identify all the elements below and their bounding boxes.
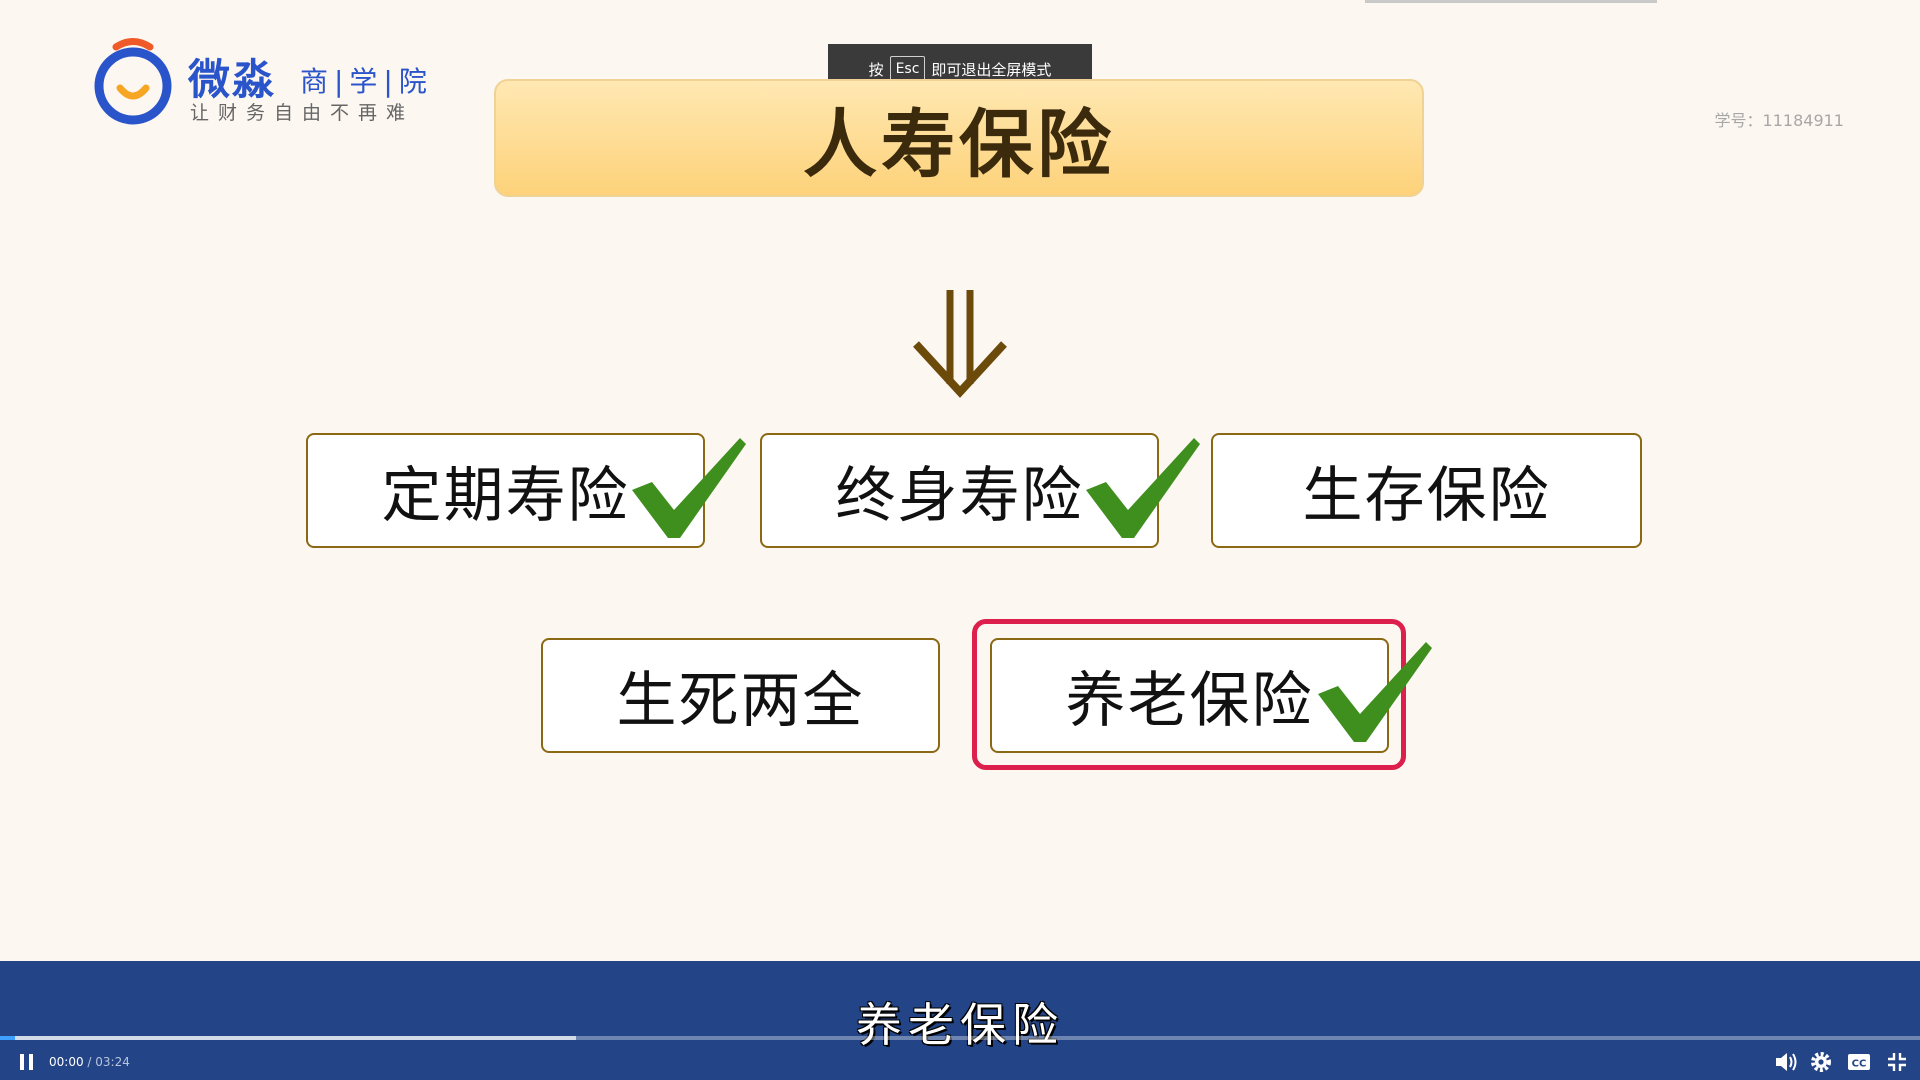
svg-text:CC: CC [1852,1059,1867,1070]
logo-mark-icon [94,38,172,125]
insurance-type-label: 定期寿险 [381,461,630,531]
top-edge-bar [1365,0,1657,3]
progress-played [0,1036,16,1040]
captions-icon[interactable]: CC [1847,1052,1871,1072]
insurance-type-label: 终身寿险 [835,461,1084,531]
checkmark-icon [1318,642,1432,742]
logo-school: 商|学|院 [300,65,433,98]
pause-icon[interactable] [18,1053,36,1071]
esc-tip-prefix: 按 [868,60,884,79]
insurance-type-label: 养老保险 [1065,666,1314,736]
checkmark-icon [632,438,746,538]
highlight-frame [972,619,1406,770]
slide-title-box: 人寿保险 [494,79,1424,197]
insurance-type-survival: 生存保险 [1211,433,1642,548]
exit-fullscreen-icon[interactable] [1887,1052,1907,1072]
volume-icon[interactable] [1774,1051,1798,1073]
slide-title: 人寿保险 [803,101,1115,188]
logo: 微淼 商|学|院 让财务自由不再难 [90,32,440,132]
student-id: 学号：11184911 [1714,111,1844,130]
duration: 03:24 [95,1055,130,1069]
settings-icon[interactable] [1809,1050,1833,1074]
logo-slogan: 让财务自由不再难 [190,102,415,124]
subtitle-caption: 养老保险 [856,998,1064,1052]
progress-buffered [0,1036,576,1040]
insurance-type-label: 生存保险 [1302,461,1551,531]
insurance-type-endowment: 生死两全 [541,638,940,753]
video-player-bar: 养老保险 00:00 / 03:24 CC [0,961,1920,1080]
current-time: 00:00 [49,1055,84,1069]
playback-time: 00:00 / 03:24 [49,1055,130,1069]
insurance-type-label: 生死两全 [616,666,865,736]
esc-tip-suffix: 即可退出全屏模式 [931,60,1052,79]
double-down-arrow-icon [913,290,1007,398]
checkmark-icon [1086,438,1200,538]
time-separator: / [83,1055,96,1069]
logo-brand: 微淼 [188,55,277,104]
progress-bar[interactable] [0,1036,1920,1040]
